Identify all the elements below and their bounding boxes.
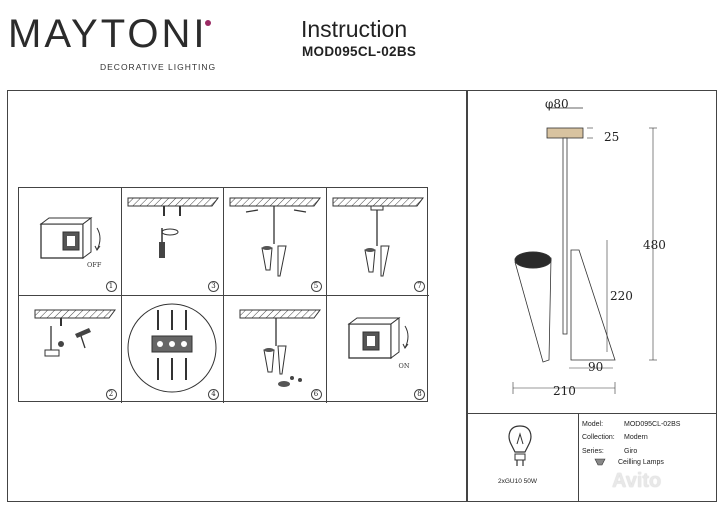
step-6-number: 6: [310, 389, 322, 400]
step-6: 6: [224, 295, 327, 403]
dimensions-frame: [467, 90, 717, 502]
step-4: 4: [122, 295, 224, 403]
bulb-icon: [508, 425, 532, 466]
step-1-number: 1: [105, 280, 117, 292]
step-1-tag: OFF: [87, 261, 102, 269]
spec-model-label: Model:: [582, 421, 604, 428]
dimension-drawing: [512, 107, 657, 394]
dim-diameter: φ80: [545, 97, 569, 111]
spec-type: Ceilling Lamps: [618, 459, 664, 466]
spec-vertical-divider: [578, 413, 579, 502]
spec-collection: Collection: Modern: [582, 434, 648, 441]
step-5: 5: [224, 188, 327, 296]
step-2: 2: [19, 295, 122, 403]
watermark: Avito: [612, 470, 662, 492]
dim-shade-length: 220: [610, 289, 633, 303]
step-4-number: 4: [208, 389, 219, 400]
installation-steps: OFF 1 3 5: [18, 187, 430, 404]
dim-total-width: 210: [553, 384, 576, 398]
step-7-number: 7: [414, 280, 425, 292]
spec-collection-label: Collection:: [582, 434, 615, 441]
step-5-number: 5: [310, 280, 322, 292]
spec-series: Series: Giro: [582, 448, 637, 455]
step-8-number: 8: [414, 389, 425, 400]
step-2-number: 2: [105, 389, 117, 400]
brand-logo: MAYTONI DECORATIVE LIGHTING: [8, 14, 218, 74]
model-code: MOD095CL-02BS: [302, 44, 417, 59]
step-8: ON 8: [327, 296, 430, 404]
spec-divider: [467, 413, 717, 414]
step-8-tag: ON: [398, 361, 410, 370]
spec-series-label: Series:: [582, 448, 604, 455]
spec-model-value: MOD095CL-02BS: [624, 421, 681, 428]
installation-frame: [7, 90, 467, 502]
dim-total-height: 480: [643, 238, 666, 252]
spec-model: Model: MOD095CL-02BS: [582, 421, 680, 428]
step-7: 7: [326, 188, 429, 296]
step-3-number: 3: [208, 280, 219, 292]
ceiling-lamp-icon: [594, 458, 606, 466]
spec-series-value: Giro: [624, 448, 638, 455]
spec-collection-value: Modern: [624, 434, 648, 441]
dim-shade-width: 90: [588, 360, 604, 374]
brand-tagline: DECORATIVE LIGHTING: [100, 62, 217, 72]
page-title: Instruction: [301, 16, 408, 42]
brand-name: MAYTONI: [8, 12, 208, 56]
step-3: 3: [121, 188, 224, 296]
dim-canopy-height: 25: [604, 130, 620, 144]
logo-dot: [205, 20, 211, 26]
step-1: OFF 1: [19, 188, 122, 296]
bulb-label: 2xGU10 50W: [498, 478, 538, 485]
